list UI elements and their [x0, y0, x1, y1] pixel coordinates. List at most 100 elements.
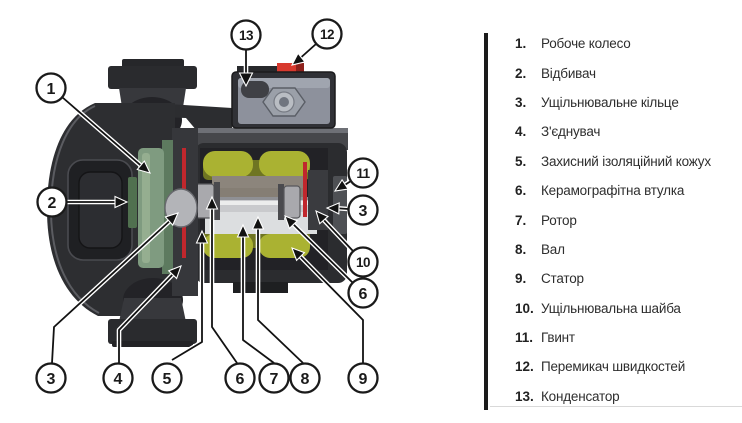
legend-item-10-number: 10.	[515, 300, 534, 316]
callout-2-label: 2	[48, 195, 57, 212]
legend-item-2-number: 2.	[515, 65, 527, 81]
legend-item-3-label: Ущільнювальне кільце	[541, 94, 679, 110]
impeller-highlight	[142, 153, 150, 263]
callout-9: 9	[347, 362, 379, 394]
callout-8: 8	[289, 362, 321, 394]
legend-item-11-label: Гвинт	[541, 330, 575, 346]
legend-item-1: 1.Робоче колесо	[484, 29, 742, 58]
arrow-3-bottom	[49, 212, 179, 364]
arrow-4	[116, 265, 182, 363]
washer-left	[214, 182, 220, 220]
callout-1-label: 1	[47, 81, 56, 98]
callout-11: 11	[347, 157, 379, 189]
callout-10-label: 10	[356, 255, 370, 270]
legend-item-12: 12. Перемикач швидкостей	[484, 352, 742, 381]
legend-item-7-number: 7.	[515, 212, 527, 228]
stator-coil-bottom-left	[203, 234, 253, 258]
legend-item-2: 2. Відбивач	[484, 58, 742, 87]
callout-7: 7	[258, 362, 290, 394]
arrow-6-right	[284, 215, 355, 285]
callout-9-label: 9	[359, 371, 368, 388]
legend-item-11: 11. Гвинт	[484, 323, 742, 352]
stator-windings	[203, 151, 310, 258]
callout-13: 13	[230, 19, 262, 51]
suction-cavity	[78, 171, 123, 249]
arrow-1	[60, 95, 152, 174]
legend-item-3-number: 3.	[515, 94, 527, 110]
legend-item-11-number: 11.	[515, 330, 534, 346]
callout-6-right-label: 6	[359, 286, 368, 303]
terminal-box	[231, 63, 336, 129]
speed-switch	[277, 63, 304, 74]
shaft-highlight	[168, 201, 316, 205]
callout-13-label: 13	[239, 28, 254, 43]
callout-7-label: 7	[270, 371, 279, 388]
callout-12-label: 12	[320, 27, 334, 42]
arrow-8	[251, 215, 305, 365]
callout-6-right: 6	[347, 277, 379, 309]
callout-2: 2	[36, 186, 68, 218]
legend-item-5-number: 5.	[515, 153, 527, 169]
arrow-11	[333, 178, 353, 192]
legend-item-13-number: 13.	[515, 388, 534, 404]
callout-circles: 1 2 13 12 11 3	[35, 18, 379, 394]
callout-3-right-label: 3	[359, 203, 368, 220]
cable-gland-center	[279, 97, 289, 107]
stator-coil-top-right	[259, 151, 310, 177]
bottom-flange	[108, 319, 197, 344]
callout-11-label: 11	[356, 166, 370, 181]
legend-item-10-label: Ущільнювальна шайба	[541, 300, 681, 316]
legend-item-9-label: Статор	[541, 271, 584, 287]
callout-3-bottom: 3	[35, 362, 67, 394]
mounting-plate-highlight	[178, 128, 348, 133]
legend-item-4-number: 4.	[515, 124, 527, 140]
legend-item-4: 4.З'єднувач	[484, 117, 742, 146]
box-top-ridge	[237, 66, 279, 75]
callout-4-label: 4	[114, 371, 123, 388]
legend-item-7: 7.Ротор	[484, 205, 742, 234]
callout-10: 10	[347, 246, 379, 278]
callout-1: 1	[35, 72, 67, 104]
legend-item-13-label: Конденсатор	[541, 388, 620, 404]
callout-12: 12	[311, 18, 343, 50]
arrow-2	[67, 195, 129, 209]
legend-divider-bar	[484, 33, 488, 410]
callout-5-label: 5	[163, 371, 172, 388]
arrow-13	[238, 50, 254, 88]
arrow-6-bottom	[205, 195, 239, 365]
callout-6-bottom: 6	[224, 362, 256, 394]
arrow-7	[236, 223, 276, 365]
legend-item-13: 13. Конденсатор	[484, 382, 742, 411]
callout-arrows	[49, 42, 366, 365]
bottom-flange-lip	[112, 341, 193, 347]
legend-item-9: 9. Статор	[484, 264, 742, 293]
callout-3-right: 3	[347, 194, 379, 226]
arrow-3-right	[325, 202, 349, 215]
legend-bottom-rule	[490, 406, 742, 407]
motor-foot	[233, 282, 288, 293]
callout-4: 4	[102, 362, 134, 394]
deflector	[128, 177, 137, 228]
legend-item-5: 5. Захисний ізоляційний кожух	[484, 147, 742, 176]
legend-item-8-label: Вал	[541, 241, 565, 257]
bottom-neck	[119, 298, 186, 322]
callout-5: 5	[151, 362, 183, 394]
parts-legend: 1.Робоче колесо 2. Відбивач 3. Ущільнюваль…	[484, 29, 742, 411]
speed-switch-shadow	[296, 63, 304, 74]
legend-item-5-label: Захисний ізоляційний кожух	[541, 153, 711, 169]
legend-item-12-number: 12.	[515, 359, 534, 375]
legend-item-1-number: 1.	[515, 36, 527, 52]
arrow-9	[291, 247, 366, 363]
stator-coil-top-left	[203, 151, 253, 177]
legend-item-9-number: 9.	[515, 271, 527, 287]
legend-item-2-label: Відбивач	[541, 65, 596, 81]
capacitor	[241, 81, 269, 98]
ceramic-bushing-right	[283, 185, 301, 219]
legend-item-6-number: 6.	[515, 183, 527, 199]
legend-item-8-number: 8.	[515, 241, 527, 257]
legend-item-10: 10. Ущільнювальна шайба	[484, 294, 742, 323]
arrow-5	[170, 229, 209, 362]
bearing-left	[195, 182, 220, 220]
legend-item-12-label: Перемикач швидкостей	[541, 359, 686, 375]
